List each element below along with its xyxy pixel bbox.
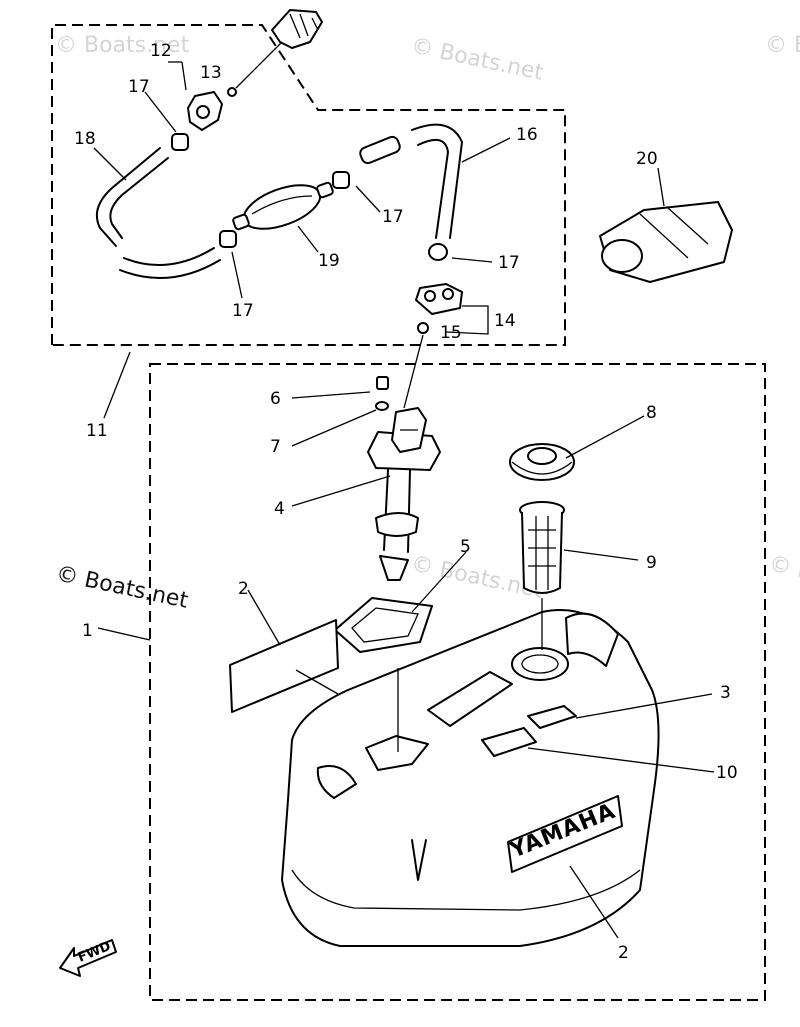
callout-8: 8 <box>646 403 657 423</box>
callout-12: 12 <box>150 41 172 61</box>
callout-17a: 17 <box>128 77 150 97</box>
callout-4: 4 <box>274 499 285 519</box>
label-2-side <box>229 619 339 713</box>
fuel-tank-1: YAMAHA <box>281 609 660 947</box>
tank-side-connector-14 <box>415 283 463 334</box>
washer-7 <box>375 401 389 411</box>
watermark-top-center: © Boats.net <box>409 33 546 85</box>
gasket-5 <box>334 597 433 653</box>
callout-9: 9 <box>646 553 657 573</box>
filler-cap-8 <box>509 443 575 481</box>
callout-17d: 17 <box>498 253 520 273</box>
hose-clamp-17d <box>428 243 448 261</box>
callout-1: 1 <box>82 621 93 641</box>
callout-numbers: 12 13 17 18 16 17 19 17 17 14 15 20 11 6… <box>74 41 738 963</box>
hose-assembly-outline <box>51 24 566 346</box>
fuel-hose-16 <box>359 123 463 239</box>
watermark-middle-left: © Boats.net <box>54 561 191 613</box>
screw-6 <box>376 376 389 390</box>
callout-3: 3 <box>720 683 731 703</box>
callout-17c: 17 <box>232 301 254 321</box>
hose-clamp-17a <box>171 133 189 151</box>
watermark-top-right: © Boats.net <box>765 33 800 58</box>
engine-side-connector <box>187 9 323 131</box>
watermark-middle-right: © Boats.net <box>767 551 800 603</box>
callout-2b: 2 <box>618 943 629 963</box>
connector-cover-20 <box>599 201 733 283</box>
callout-15: 15 <box>440 323 462 343</box>
fuel-line-leader <box>403 334 424 409</box>
callout-11: 11 <box>86 421 108 441</box>
fuel-hose-18 <box>96 147 221 279</box>
callout-14: 14 <box>494 311 516 331</box>
callout-18: 18 <box>74 129 96 149</box>
watermark-top-left: © Boats.net <box>55 33 190 58</box>
fwd-direction-arrow: FWD <box>59 939 117 977</box>
tank-assembly-outline <box>149 363 766 1001</box>
callout-6: 6 <box>270 389 281 409</box>
fuel-gauge-pickup-4 <box>367 407 441 581</box>
primer-bulb-19 <box>232 181 334 231</box>
callout-20: 20 <box>636 149 658 169</box>
callout-16: 16 <box>516 125 538 145</box>
callout-2a: 2 <box>238 579 249 599</box>
callout-10: 10 <box>716 763 738 783</box>
leader-lines <box>93 61 715 939</box>
strainer-9 <box>519 501 565 594</box>
callout-19: 19 <box>318 251 340 271</box>
callout-13: 13 <box>200 63 222 83</box>
hose-clamp-17b <box>332 171 350 189</box>
hose-clamp-17c <box>219 230 237 248</box>
callout-5: 5 <box>460 537 471 557</box>
callout-7: 7 <box>270 437 281 457</box>
callout-17b: 17 <box>382 207 404 227</box>
